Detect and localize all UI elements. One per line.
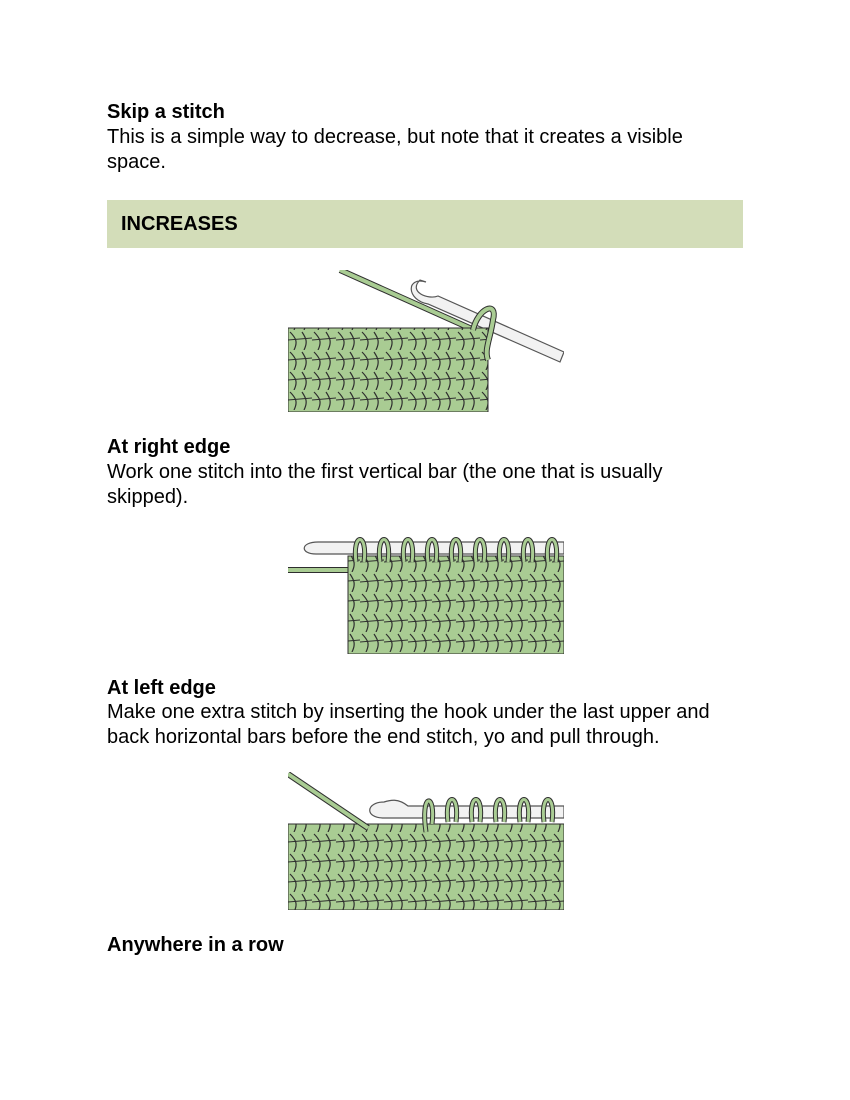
left-edge-heading: At left edge <box>107 677 216 699</box>
increases-heading: INCREASES <box>121 213 238 235</box>
increases-section-band: INCREASES <box>107 200 743 248</box>
crochet-right-edge-illustration <box>288 270 564 412</box>
right-edge-heading: At right edge <box>107 436 231 458</box>
crochet-left-edge-illustration <box>288 532 564 654</box>
skip-stitch-text: This is a simple way to decrease, but no… <box>107 126 683 173</box>
anywhere-heading: Anywhere in a row <box>107 934 284 956</box>
crochet-anywhere-illustration <box>288 772 564 910</box>
right-edge-text: Work one stitch into the first vertical … <box>107 461 663 508</box>
skip-stitch-heading: Skip a stitch <box>107 101 225 123</box>
left-edge-text: Make one extra stitch by inserting the h… <box>107 701 710 748</box>
